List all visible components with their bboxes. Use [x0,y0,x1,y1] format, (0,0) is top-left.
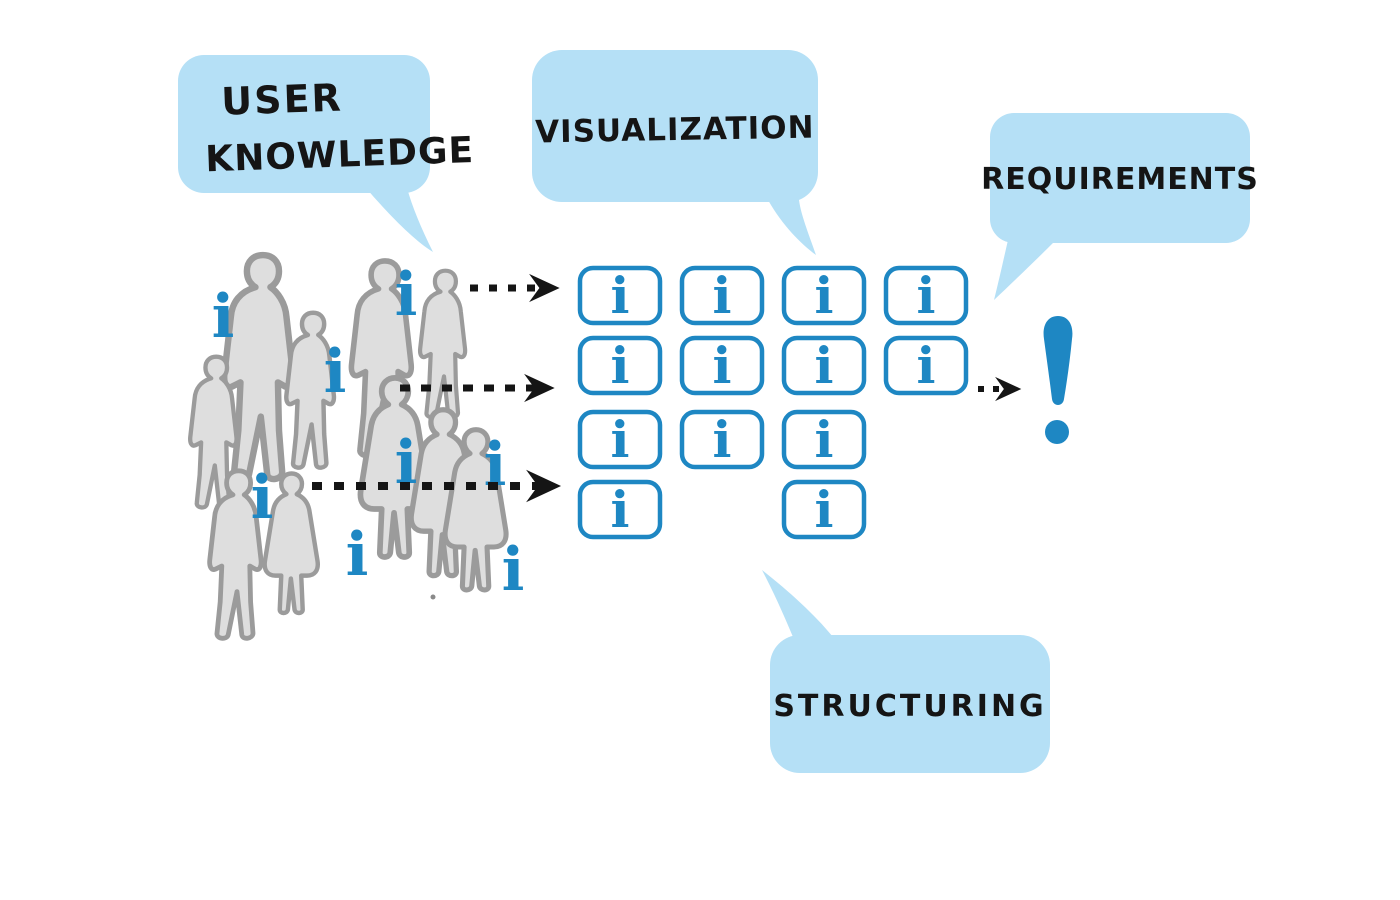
exclamation-icon [1043,316,1073,444]
bubble-user-knowledge: USER KNOWLEDGE [178,55,475,252]
person-silhouette [420,271,465,418]
bubble-tail [366,188,433,252]
info-box: i [781,265,867,326]
info-icon: i [212,282,235,352]
info-box-symbol: i [917,336,936,395]
info-box-symbol: i [611,336,630,395]
ink-dot [430,594,436,600]
info-box: i [679,335,765,396]
info-box: i [781,335,867,396]
info-box-symbol: i [611,266,630,325]
bubble-tail [768,200,816,255]
structuring-label: STRUCTURING [773,689,1046,724]
info-box-symbol: i [815,480,834,539]
flow-arrows [312,273,1022,503]
info-box: i [577,409,663,470]
info-icon: i [324,337,347,407]
info-box-symbol: i [713,266,732,325]
bubble-body [990,113,1250,243]
info-box: i [577,265,663,326]
info-box-symbol: i [815,266,834,325]
bubble-body [532,50,818,202]
info-box: i [883,265,969,326]
info-box-symbol: i [815,410,834,469]
info-icon: i [502,535,525,605]
info-box-symbol: i [713,410,732,469]
info-box-symbol: i [917,266,936,325]
info-box: i [781,409,867,470]
info-box: i [679,409,765,470]
requirements-label: REQUIREMENTS [981,162,1259,197]
bubble-tail [994,240,1054,300]
visualization-label: VISUALIZATION [535,110,815,151]
user-knowledge-label-line2: KNOWLEDGE [205,130,475,180]
bubble-body [770,635,1050,773]
bubble-body [178,55,430,193]
info-box-symbol: i [815,336,834,395]
info-icon: i [395,428,418,498]
bubble-visualization: VISUALIZATION [532,50,818,255]
info-icon: i [395,260,418,330]
info-box: i [679,265,765,326]
info-box-symbol: i [713,336,732,395]
info-box-symbol: i [611,480,630,539]
info-box: i [883,335,969,396]
info-box: i [577,335,663,396]
info-icon: i [346,520,369,590]
bubble-requirements: REQUIREMENTS [981,113,1259,300]
bubble-tail [762,570,833,637]
bubble-structuring: STRUCTURING [762,570,1050,773]
info-box: i [781,479,867,540]
info-box: i [577,479,663,540]
info-icon: i [251,463,274,533]
info-box-symbol: i [611,410,630,469]
user-knowledge-label-line1: USER [221,76,344,124]
